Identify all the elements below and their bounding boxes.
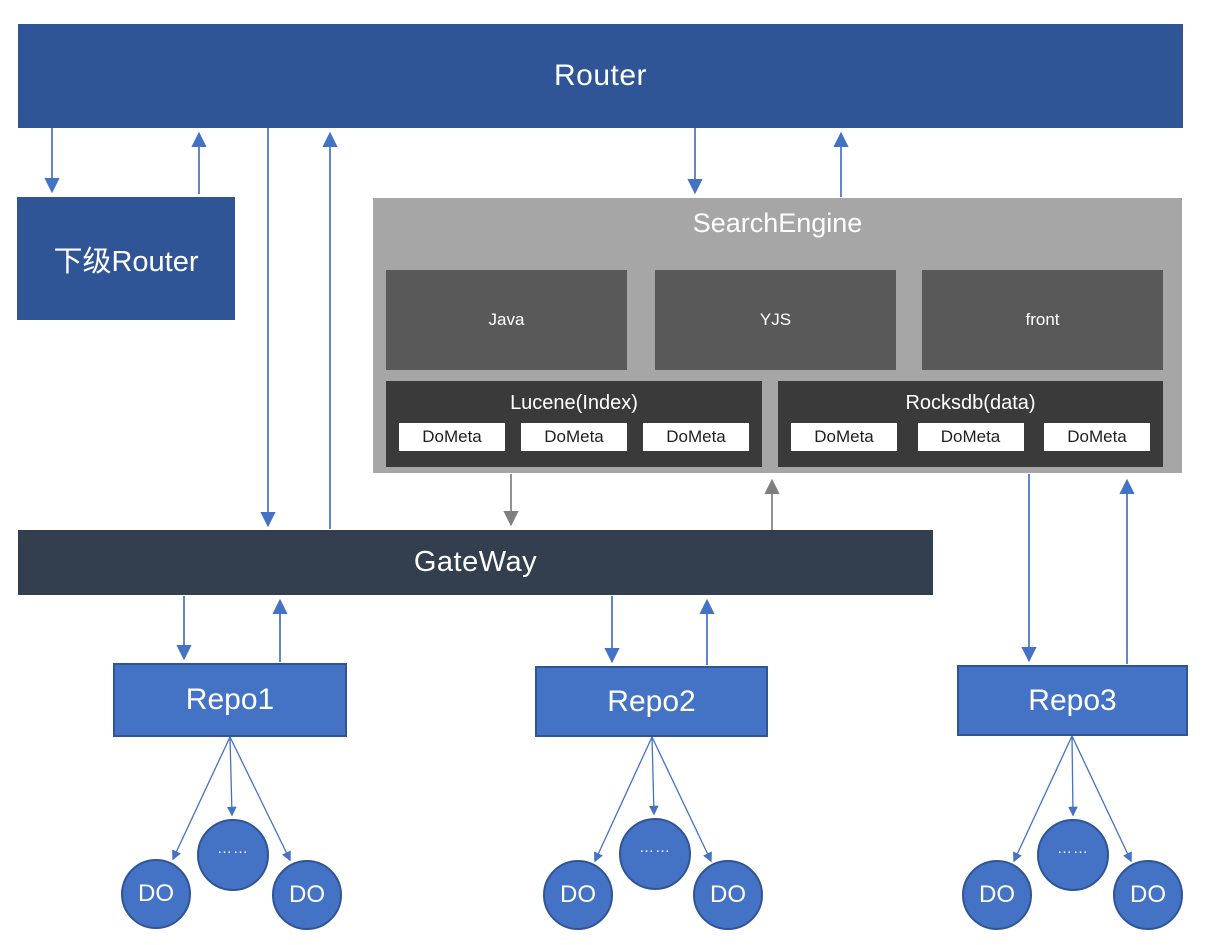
arrow-repo3-to-ellipsis [1068,735,1078,817]
repo2-node: Repo2 [535,666,768,737]
ellipsis-label: …… [217,839,249,857]
sub-router-label: 下级Router [53,245,199,278]
repo3-do-left: DO [962,860,1032,930]
module-yjs-label: YJS [759,310,792,329]
arrow-repo1-to-ellipsis [226,736,237,817]
search-engine-container: SearchEngine Java YJS front Lucene(Index… [373,198,1182,473]
gateway-node: GateWay [18,530,933,595]
do-label: DO [1130,881,1166,908]
ellipsis-label: …… [1057,839,1089,857]
do-label: DO [560,881,596,908]
do-label: DO [710,881,746,908]
store-rocksdb-label: Rocksdb(data) [905,392,1036,414]
store-lucene: Lucene(Index) DoMeta DoMeta DoMeta [386,381,762,467]
module-java-label: Java [488,310,525,329]
repo2-do-right: DO [693,860,763,930]
router-node: Router [18,24,1183,128]
store-rocksdb: Rocksdb(data) DoMeta DoMeta DoMeta [778,381,1163,467]
ellipsis-label: …… [639,838,671,856]
do-label: DO [138,880,174,907]
dometa-chip: DoMeta [643,423,749,451]
repo1-do-right: DO [272,860,342,930]
search-engine-title: SearchEngine [692,208,863,238]
dometa-chip: DoMeta [399,423,505,451]
module-front: front [922,270,1163,370]
router-label: Router [553,59,648,92]
repo3-ellipsis-circle: …… [1037,819,1109,891]
store-lucene-label: Lucene(Index) [510,392,638,414]
do-label: DO [289,881,325,908]
module-front-label: front [1025,310,1060,329]
arrow-repo2-to-ellipsis [648,736,659,816]
repo3-do-right: DO [1113,860,1183,930]
repo2-do-left: DO [543,860,613,930]
module-yjs: YJS [655,270,896,370]
do-label: DO [979,881,1015,908]
sub-router-node: 下级Router [17,197,235,320]
repo3-label: Repo3 [1028,683,1117,717]
rocksdb-chip-row: DoMeta DoMeta DoMeta [778,423,1163,451]
dometa-chip: DoMeta [791,423,897,451]
repo1-ellipsis-circle: …… [197,819,269,891]
module-java: Java [386,270,627,370]
repo1-label: Repo1 [185,683,275,716]
dometa-chip: DoMeta [1044,423,1150,451]
repo1-do-left: DO [121,859,191,929]
dometa-chip: DoMeta [521,423,627,451]
repo3-node: Repo3 [957,665,1188,736]
lucene-chip-row: DoMeta DoMeta DoMeta [386,423,762,451]
dometa-chip: DoMeta [917,423,1024,451]
repo2-label: Repo2 [607,684,696,718]
repo2-ellipsis-circle: …… [619,818,691,890]
repo1-node: Repo1 [113,663,347,737]
gateway-label: GateWay [413,546,538,578]
